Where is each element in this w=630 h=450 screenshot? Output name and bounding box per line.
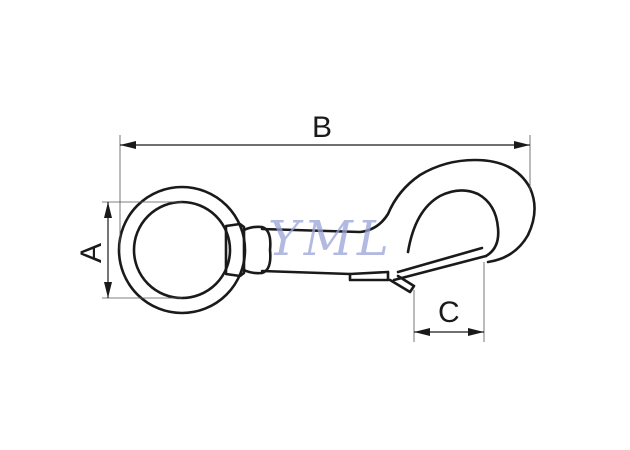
dimension-a-label: A bbox=[75, 243, 108, 263]
dimension-b: B bbox=[119, 111, 531, 250]
dimension-b-label: B bbox=[312, 111, 332, 144]
watermark-logo: YML bbox=[268, 211, 393, 267]
spring-gate bbox=[388, 246, 488, 294]
dimension-a: A bbox=[75, 201, 182, 299]
dimension-c: C bbox=[413, 262, 485, 342]
dimension-c-label: C bbox=[438, 296, 460, 329]
hook-shank bbox=[260, 158, 536, 282]
hook-inner-opening bbox=[406, 189, 500, 258]
swivel-collar bbox=[224, 222, 272, 278]
